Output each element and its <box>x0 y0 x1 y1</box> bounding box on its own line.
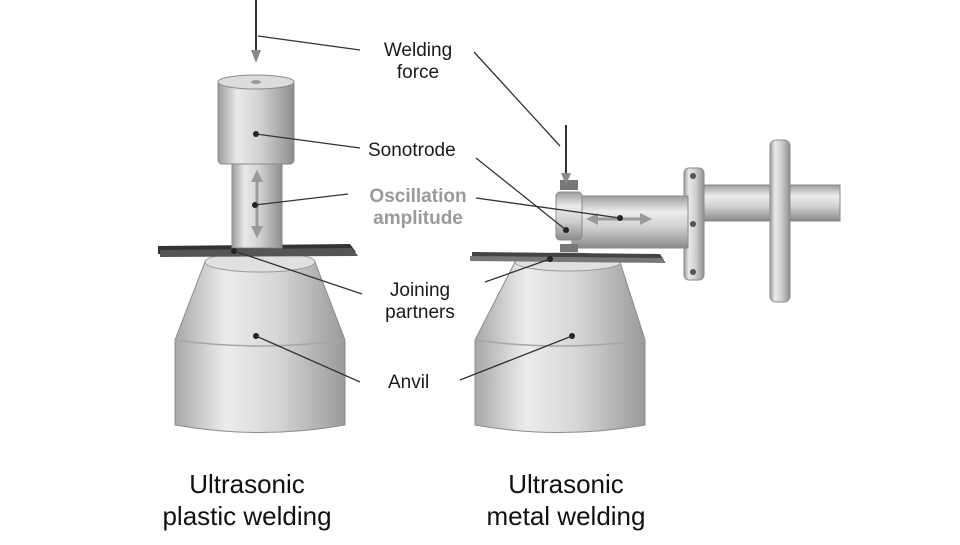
plastic-caption-line2: plastic welding <box>162 501 332 531</box>
oscillation-amplitude-label: Oscillation amplitude <box>369 186 466 230</box>
welding-force-line1: Welding <box>383 40 453 61</box>
leader-lines <box>233 35 621 383</box>
sonotrode-right <box>555 139 841 303</box>
force-arrow-left <box>251 50 261 63</box>
joining-partners-right <box>470 252 666 263</box>
joining-partners-left <box>158 244 358 257</box>
oscillation-line2: amplitude <box>373 208 463 229</box>
welding-force-line2: force <box>396 62 440 83</box>
plastic-caption-line1: Ultrasonic <box>189 469 305 499</box>
metal-welding-assembly <box>470 125 841 433</box>
metal-caption-line1: Ultrasonic <box>508 469 624 499</box>
oscillation-line1: Oscillation <box>369 186 467 207</box>
force-arrow-right <box>561 173 571 185</box>
plastic-welding-caption: Ultrasonic plastic welding <box>162 468 331 532</box>
plastic-welding-assembly <box>158 0 358 433</box>
joining-partners-label: Joining partners <box>385 280 455 324</box>
joining-line1: Joining <box>389 280 451 301</box>
metal-caption-line2: metal welding <box>486 501 646 531</box>
metal-welding-caption: Ultrasonic metal welding <box>487 468 646 532</box>
anvil-right <box>474 252 646 433</box>
welding-force-label: Welding force <box>384 40 452 84</box>
joining-line2: partners <box>385 302 455 323</box>
anvil-label: Anvil <box>388 372 430 393</box>
sonotrode-label: Sonotrode <box>368 140 456 161</box>
